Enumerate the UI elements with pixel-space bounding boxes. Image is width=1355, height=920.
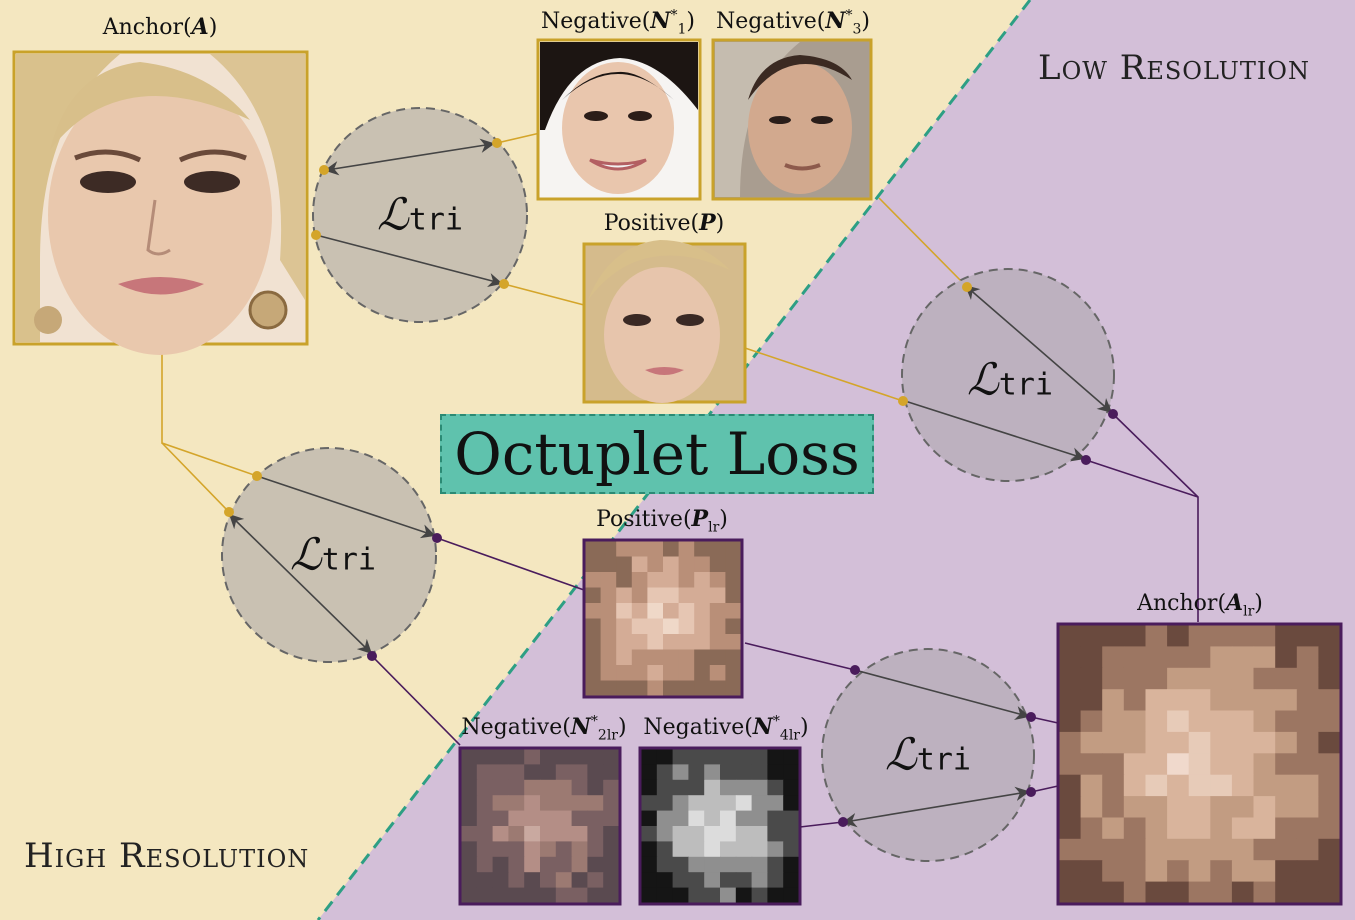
triplet-loss-label-4: ℒtri <box>885 729 971 781</box>
triplet-loss-label-1: ℒtri <box>377 189 463 241</box>
low-resolution-title: Low Resolution <box>1038 48 1310 88</box>
negative-3-image <box>711 38 873 201</box>
loss-arrows <box>228 138 1113 828</box>
triplet-loss-label-2: ℒtri <box>290 529 376 581</box>
anchor-image <box>12 50 309 355</box>
negative-3-label: Negative(N*3) <box>715 7 871 38</box>
negative-2-lr-label: Negative(N*2lr) <box>461 713 627 744</box>
high-resolution-title: High Resolution <box>24 836 310 876</box>
anchor-lr-image <box>1056 622 1343 906</box>
connection-dots <box>224 138 1118 827</box>
octuplet-loss-banner: Octuplet Loss <box>440 414 874 494</box>
positive-label: Positive(P) <box>603 210 725 236</box>
positive-lr-label: Positive(Plr) <box>596 506 728 536</box>
hr-connectors <box>161 132 968 513</box>
negative-1-label: Negative(N*1) <box>540 7 696 38</box>
triplet-loss-label-3: ℒtri <box>967 354 1053 406</box>
positive-image <box>582 240 747 404</box>
anchor-lr-label: Anchor(Alr) <box>1137 590 1263 620</box>
negative-4-lr-label: Negative(N*4lr) <box>643 713 809 744</box>
negative-2-lr-image <box>458 746 622 906</box>
lr-connectors <box>371 413 1199 828</box>
negative-1-image <box>536 38 702 201</box>
negative-4-lr-image <box>638 746 802 906</box>
positive-lr-image <box>582 538 744 699</box>
anchor-label: Anchor(A) <box>102 14 218 40</box>
